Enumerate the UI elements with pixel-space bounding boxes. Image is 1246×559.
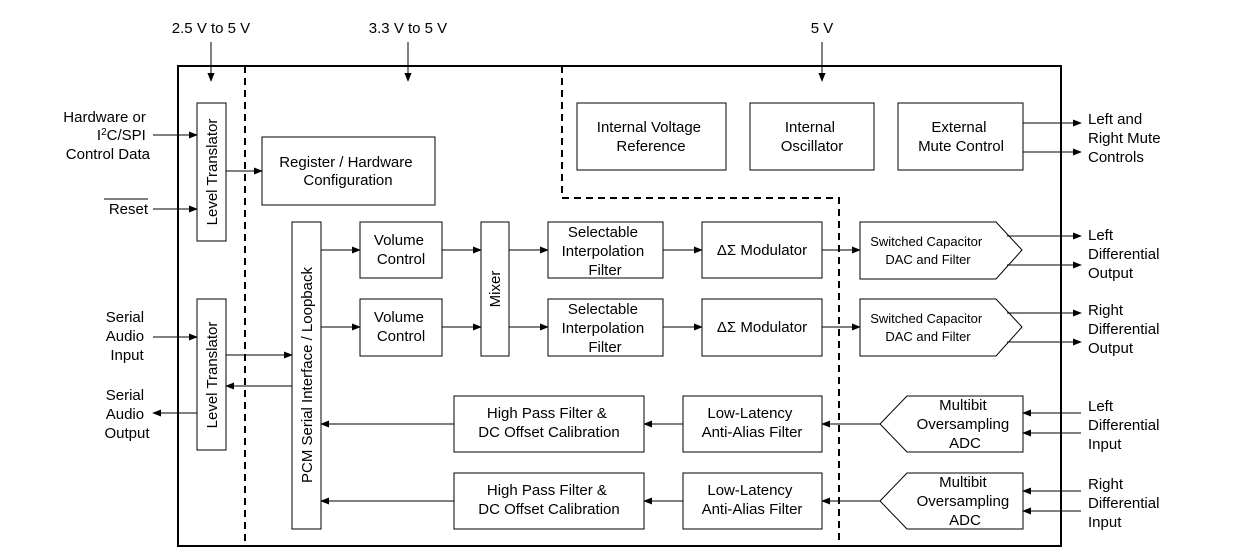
serial-audio-input-label: Serial Audio Input	[106, 309, 149, 364]
delta-sigma-modulator-top-label: ΔΣ Modulator	[717, 242, 807, 259]
serial-audio-output-label: Serial Audio Output	[104, 387, 150, 442]
supply-label-level-translator: 2.5 V to 5 V	[172, 20, 250, 37]
dac-top-label: Switched Capacitor DAC and Filter	[870, 234, 986, 267]
level-translator-bottom	[196, 298, 227, 451]
analog-domain-boundary	[561, 66, 840, 546]
chip-boundary	[177, 65, 1062, 547]
hpf-top-label: High Pass Filter & DC Offset Calibration	[478, 405, 619, 441]
volume-control-top-label: Volume Control	[374, 232, 428, 268]
hpf-bottom-label: High Pass Filter & DC Offset Calibration	[478, 482, 619, 518]
external-mute-control-block	[897, 102, 1024, 171]
hpf-top	[453, 395, 645, 453]
right-differential-input-label: Right Differential Input	[1088, 476, 1164, 531]
left-differential-input-label: Left Differential Input	[1088, 398, 1164, 453]
left-differential-output-label: Left Differential Output	[1088, 227, 1164, 282]
dac-top	[859, 221, 1023, 280]
supply-label-analog: 5 V	[811, 20, 834, 37]
interpolation-filter-top	[547, 221, 664, 279]
pcm-interface-label: PCM Serial Interface / Loopback	[299, 267, 316, 483]
external-mute-control-label: External Mute Control	[918, 119, 1004, 155]
interpolation-filter-bottom-label: Selectable Interpolation Filter	[562, 301, 649, 356]
delta-sigma-modulator-bottom	[701, 298, 823, 357]
internal-voltage-reference-label: Internal Voltage Reference	[597, 119, 705, 155]
mixer-label: Mixer	[487, 271, 504, 308]
level-translator-bottom-label: Level Translator	[204, 322, 221, 429]
reset-label: Reset	[109, 201, 149, 218]
adc-bottom-label: Multibit Oversampling ADC	[917, 474, 1014, 529]
internal-voltage-reference-block	[576, 102, 727, 171]
dac-bottom-label: Switched Capacitor DAC and Filter	[870, 311, 986, 344]
adc-bottom	[879, 472, 1024, 530]
control-data-label: Hardware or I2C/SPI Control Data	[63, 109, 150, 163]
dac-bottom	[859, 298, 1023, 357]
volume-control-bottom	[359, 298, 443, 357]
interpolation-filter-bottom	[547, 298, 664, 357]
mixer-block	[480, 221, 510, 357]
hpf-bottom	[453, 472, 645, 530]
supply-label-digital: 3.3 V to 5 V	[369, 20, 447, 37]
register-config-block	[261, 136, 436, 206]
anti-alias-filter-top-label: Low-Latency Anti-Alias Filter	[702, 405, 803, 441]
volume-control-top	[359, 221, 443, 279]
level-translator-top	[196, 102, 227, 242]
internal-oscillator-block	[749, 102, 875, 171]
right-differential-output-label: Right Differential Output	[1088, 302, 1164, 357]
internal-oscillator-label: Internal Oscillator	[781, 119, 844, 155]
interpolation-filter-top-label: Selectable Interpolation Filter	[562, 224, 649, 279]
volume-control-bottom-label: Volume Control	[374, 309, 428, 345]
delta-sigma-modulator-bottom-label: ΔΣ Modulator	[717, 319, 807, 336]
pcm-interface-block	[291, 221, 322, 530]
anti-alias-filter-bottom	[682, 472, 823, 530]
register-config-label: Register / Hardware Configuration	[279, 154, 417, 189]
adc-top	[879, 395, 1024, 453]
anti-alias-filter-bottom-label: Low-Latency Anti-Alias Filter	[702, 482, 803, 518]
delta-sigma-modulator-top	[701, 221, 823, 279]
level-translator-top-label: Level Translator	[204, 119, 221, 226]
adc-top-label: Multibit Oversampling ADC	[917, 397, 1014, 452]
mute-controls-label: Left and Right Mute Controls	[1088, 111, 1165, 166]
